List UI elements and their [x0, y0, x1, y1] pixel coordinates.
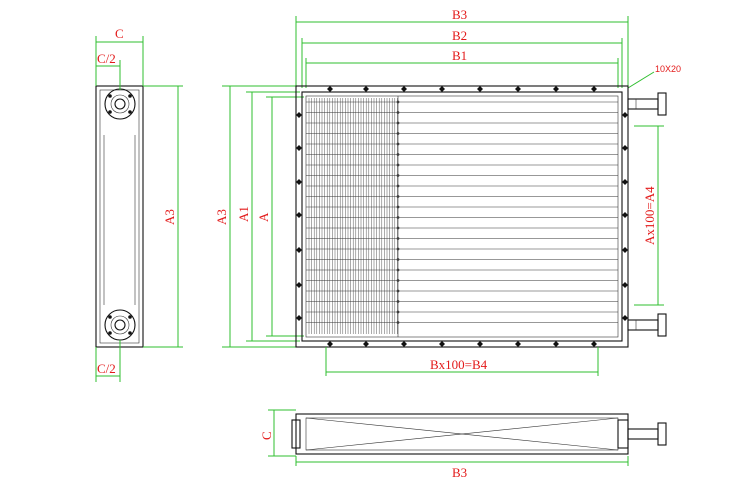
side-view-inner-frame [99, 89, 140, 344]
side-view-frame [95, 85, 144, 348]
bottom-view: C B3 [259, 409, 667, 480]
front-flange-label: 10X20 [655, 64, 681, 74]
side-a3-label: A3 [162, 209, 177, 225]
side-c-half-bottom-label: C/2 [97, 361, 116, 376]
front-outer-frame [295, 85, 629, 348]
bottom-flange-icon [627, 313, 667, 337]
top-flange-icon [627, 92, 667, 116]
tube-region [306, 96, 618, 337]
bottom-flange-side-icon [627, 422, 667, 446]
front-inner-frame [305, 95, 619, 338]
front-view: B3 B2 B1 10X20 A3 A1 A [214, 7, 681, 376]
frame-studs [296, 86, 628, 347]
front-b2-label: B2 [452, 28, 467, 43]
front-a4-label: Ax100=A4 [642, 186, 657, 245]
side-c-half-top-label: C/2 [97, 51, 116, 66]
front-b4-label: Bx100=B4 [430, 357, 488, 372]
bottom-right-cap [617, 419, 629, 449]
front-a3-label: A3 [214, 209, 229, 225]
fin-region [308, 98, 398, 334]
front-b1-label: B1 [452, 48, 467, 63]
bottom-c-label: C [259, 431, 274, 440]
side-bottom-connector-icon [104, 309, 136, 341]
front-a-label: A [256, 212, 271, 222]
bottom-b3-label: B3 [452, 465, 467, 480]
front-middle-frame [301, 91, 623, 342]
front-a1-label: A1 [236, 206, 251, 222]
side-top-connector-icon [104, 88, 136, 120]
front-b3-label: B3 [452, 7, 467, 22]
bottom-left-cap [291, 419, 301, 449]
side-c-label: C [115, 26, 124, 41]
side-view: C C/2 A3 C/2 [95, 26, 183, 382]
